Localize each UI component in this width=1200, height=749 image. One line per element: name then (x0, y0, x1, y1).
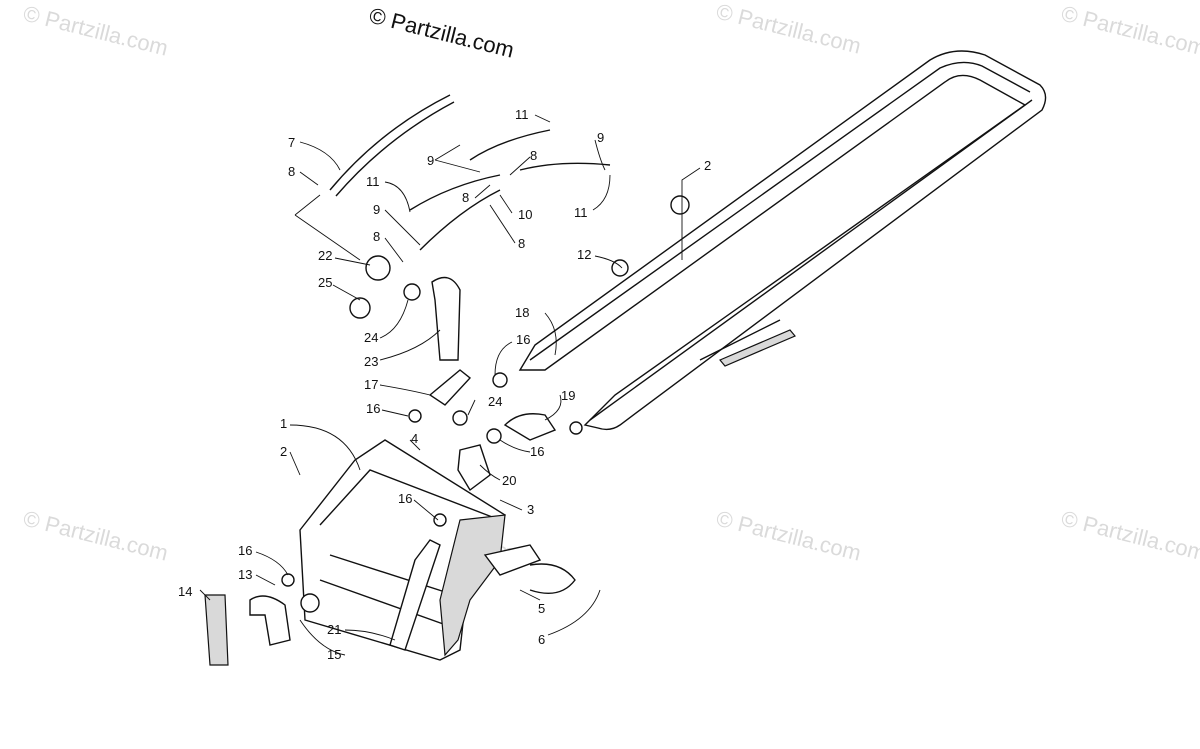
callout-2: 2 (280, 444, 287, 459)
callout-6: 6 (538, 632, 545, 647)
callout-24: 24 (488, 394, 502, 409)
callout-14: 14 (178, 584, 192, 599)
callout-8: 8 (462, 190, 469, 205)
hose-set (204, 94, 611, 666)
callout-11: 11 (515, 107, 529, 122)
callout-16: 16 (238, 543, 252, 558)
fittings (281, 195, 690, 613)
callout-16: 16 (398, 491, 412, 506)
callout-8: 8 (530, 148, 537, 163)
brand-label: © Partzilla.com (367, 3, 517, 63)
callout-9: 9 (427, 153, 434, 168)
callout-9: 9 (373, 202, 380, 217)
callout-22: 22 (318, 248, 332, 263)
callout-23: 23 (364, 354, 378, 369)
callout-1: 1 (280, 416, 287, 431)
callout-8: 8 (373, 229, 380, 244)
callout-21: 21 (327, 622, 341, 637)
callout-11: 11 (366, 174, 380, 189)
leader-lines (199, 114, 701, 656)
callout-25: 25 (318, 275, 332, 290)
callout-18: 18 (515, 305, 529, 320)
callout-16: 16 (530, 444, 544, 459)
callout-8: 8 (518, 236, 525, 251)
callout-8: 8 (288, 164, 295, 179)
watermark: © Partzilla.com (1059, 506, 1200, 566)
callout-3: 3 (527, 502, 534, 517)
watermark: © Partzilla.com (21, 506, 171, 566)
callout-17: 17 (364, 377, 378, 392)
callout-labels: 7 8 11 9 8 9 11 8 10 9 11 2 8 8 22 12 25… (178, 107, 711, 662)
callout-16: 16 (516, 332, 530, 347)
callout-10: 10 (518, 207, 532, 222)
callout-24: 24 (364, 330, 378, 345)
callout-16: 16 (366, 401, 380, 416)
callout-13: 13 (238, 567, 252, 582)
watermark: © Partzilla.com (21, 1, 171, 61)
callout-15: 15 (327, 647, 341, 662)
callout-9: 9 (597, 130, 604, 145)
radiator-assembly (299, 439, 507, 661)
callout-19: 19 (561, 388, 575, 403)
callout-5: 5 (538, 601, 545, 616)
watermark: © Partzilla.com (714, 0, 864, 59)
callout-20: 20 (502, 473, 516, 488)
callout-12: 12 (577, 247, 591, 262)
watermark: © Partzilla.com (714, 506, 864, 566)
callout-4: 4 (411, 431, 418, 446)
callout-11: 11 (574, 205, 588, 220)
heat-exchanger-rail (518, 50, 1047, 431)
callout-7: 7 (288, 135, 295, 150)
watermark: © Partzilla.com (1059, 1, 1200, 61)
callout-2: 2 (704, 158, 711, 173)
